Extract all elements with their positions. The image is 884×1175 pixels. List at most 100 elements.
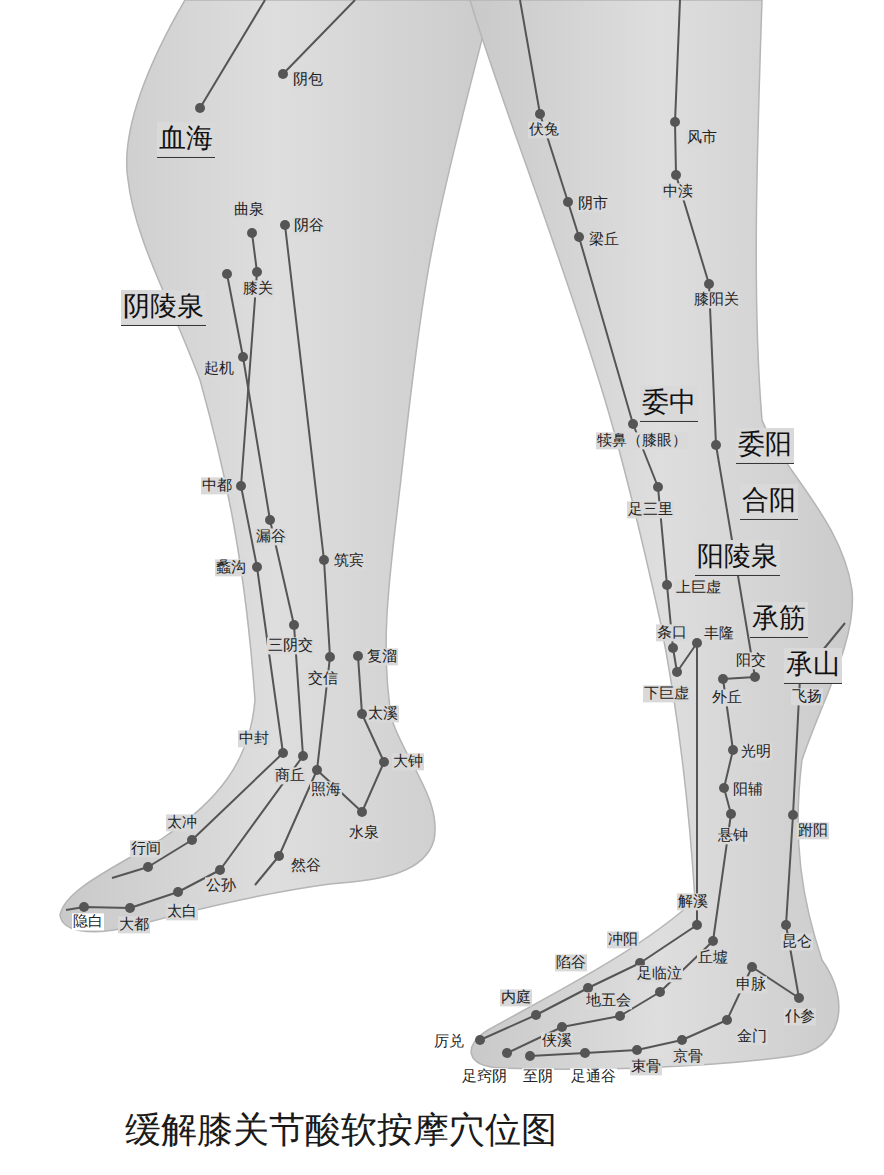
acupoint-label: 水泉 [348,824,380,841]
acupoint-label: 上巨虚 [675,579,722,596]
acupoint-dot [747,962,757,972]
acupoint-label: 商丘 [274,767,306,784]
acupoint-dot [563,197,573,207]
meridian-line [200,0,265,108]
acupoint-label: 足三里 [627,501,674,518]
acupoint-label: 跗阳 [797,822,829,839]
acupoint-label: 阳交 [735,652,767,669]
acupoint-label: 下巨虚 [643,685,690,702]
acupoint-dot [670,117,680,127]
left-leg-outline [60,0,492,932]
acupoint-label: 膝阳关 [693,291,740,308]
acupoint-label: 飞扬 [791,688,823,705]
acupoint-dot [215,865,225,875]
acupoint-dot [728,745,738,755]
acupoint-dot [379,757,389,767]
right-leg-outline [470,0,852,1069]
acupoint-dot [653,482,663,492]
meridian-line [112,233,283,878]
acupoint-label: 曲泉 [233,201,265,218]
acupoint-dot [252,267,262,277]
acupoint-label: 厉兑 [433,1033,465,1050]
acupoint-dot [704,279,714,289]
acupoint-dot [319,555,329,565]
acupoint-label: 条口 [656,624,688,641]
acupoint-label: 太白 [166,903,198,920]
acupoint-dot [312,765,322,775]
acupoint-label: 束骨 [630,1058,662,1075]
acupoint-dot [692,638,702,648]
acupoint-dot [672,667,682,677]
acupoint-label: 阳辅 [732,781,764,798]
acupoint-dot [719,783,729,793]
acupoint-dot [662,580,672,590]
acupoint-label: 阴谷 [293,217,325,234]
key-acupoint-label: 委中 [640,386,698,422]
key-acupoint-label: 血海 [157,122,215,158]
acupoint-label: 中封 [238,730,270,747]
acupoint-label: 然谷 [290,857,322,874]
acupoint-label: 照海 [310,781,342,798]
acupoint-dot [187,835,197,845]
acupoint-label: 蠡沟 [215,559,247,576]
acupoint-dot [655,987,665,997]
acupoint-dot [794,993,804,1003]
meridian-lines [66,0,845,1056]
acupoint-dot [722,1015,732,1025]
acupoint-dot [195,103,205,113]
acupoint-label: 复溜 [366,648,398,665]
acupoint-dot [274,851,284,861]
acupoint-dot [632,1045,642,1055]
acupoint-dot [502,1048,512,1058]
acupoint-label: 足临泣 [636,965,683,982]
key-acupoint-label: 委阳 [736,428,794,464]
acupoint-dot [143,862,153,872]
acupoint-dot [357,807,367,817]
key-acupoint-label: 合阳 [740,484,798,520]
meridian-line [283,0,355,74]
acupoint-label: 足通谷 [570,1068,617,1085]
acupoint-dot [79,902,89,912]
acupoint-label: 中渎 [662,183,694,200]
acupoint-dot [325,652,335,662]
acupoint-label: 外丘 [711,689,743,706]
acupoint-dot [750,672,760,682]
acupoint-label: 内庭 [500,989,532,1006]
acupoint-dot [574,232,584,242]
acupoint-label: 漏谷 [255,528,287,545]
acupoint-label: 申脉 [735,976,767,993]
acupoint-label: 昆仑 [781,933,813,950]
acupoint-dot [173,887,183,897]
acupoint-label: 犊鼻（膝眼） [596,432,688,449]
acupoint-label: 侠溪 [541,1032,573,1049]
acupoint-label: 陷谷 [555,954,587,971]
acupoint-dot [615,1011,625,1021]
acupoint-dot [718,674,728,684]
acupoint-label: 隐白 [72,913,104,930]
acupoint-label: 至阴 [522,1068,554,1085]
acupoint-dot [711,440,721,450]
acupoint-dot [708,936,718,946]
acupoint-dot [289,620,299,630]
acupoint-label: 伏兔 [528,121,560,138]
acupoint-dot [236,481,246,491]
acupoint-label: 交信 [307,670,339,687]
acupoint-dot [580,1048,590,1058]
acupoint-label: 大钟 [392,753,424,770]
acupoint-label: 起机 [203,360,235,377]
acupoint-dot [252,562,262,572]
acupoint-dot [628,419,638,429]
acupoint-label: 公孙 [205,877,237,894]
acupoint-label: 太溪 [367,705,399,722]
acupoint-dot [238,352,248,362]
acupoint-dot [788,810,798,820]
acupoint-dot [535,109,545,119]
acupoint-label: 阴市 [577,195,609,212]
acupoint-dot [671,170,681,180]
acupoint-label: 风市 [686,129,718,146]
acupoint-dots [79,69,805,1061]
acupoint-dot [247,228,257,238]
acupoint-label: 京骨 [672,1048,704,1065]
acupoint-label: 大都 [118,916,150,933]
